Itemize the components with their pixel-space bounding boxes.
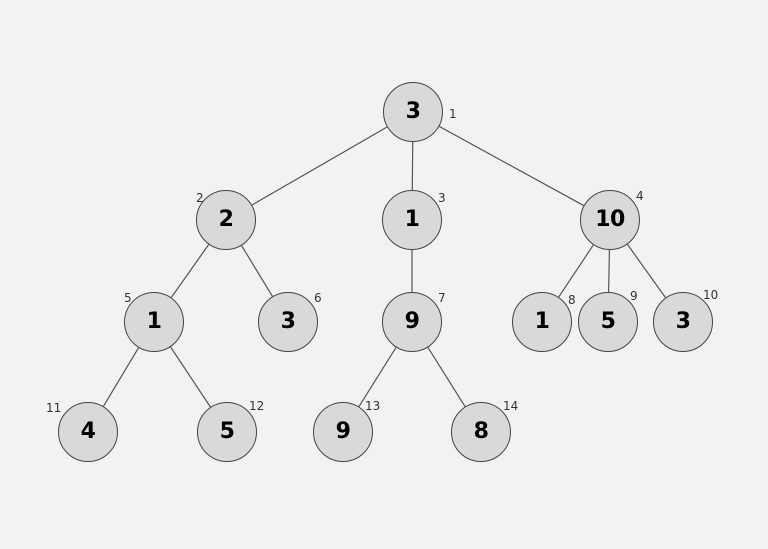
tree-node-index-label: 9	[630, 289, 638, 303]
tree-node-value: 1	[534, 309, 550, 334]
tree-node-value: 1	[146, 309, 162, 334]
tree-node-value: 4	[80, 419, 96, 444]
tree-node[interactable]: 1	[512, 292, 572, 352]
tree-node[interactable]: 3	[653, 292, 713, 352]
tree-node[interactable]: 3	[383, 82, 443, 142]
tree-node-value: 9	[404, 309, 420, 334]
tree-node-index-label: 7	[438, 291, 446, 305]
tree-node[interactable]: 8	[451, 402, 511, 462]
tree-node[interactable]: 5	[197, 402, 257, 462]
tree-node-index-label: 14	[503, 399, 519, 413]
tree-edge	[170, 346, 211, 408]
tree-edge	[439, 125, 584, 207]
tree-edge	[558, 244, 594, 298]
tree-edge	[358, 347, 397, 407]
tree-node-value: 1	[404, 207, 420, 232]
tree-node-index-label: 10	[703, 288, 719, 302]
tree-node-value: 3	[675, 309, 691, 334]
tree-node-index-label: 4	[636, 189, 644, 203]
tree-edge	[251, 126, 388, 206]
tree-node[interactable]: 10	[580, 190, 640, 250]
tree-node-index-label: 1	[449, 107, 457, 121]
tree-node-index-label: 2	[196, 191, 204, 205]
tree-node-index-label: 13	[365, 399, 381, 413]
tree-node-index-label: 3	[438, 191, 446, 205]
tree-node-value: 3	[280, 309, 296, 334]
tree-node[interactable]: 9	[382, 292, 442, 352]
tree-node-index-label: 11	[46, 401, 62, 415]
tree-node-value: 3	[405, 99, 421, 124]
tree-node[interactable]: 4	[58, 402, 118, 462]
tree-edge	[427, 347, 466, 407]
tree-node[interactable]: 1	[124, 292, 184, 352]
tree-node-value: 5	[219, 419, 235, 444]
tree-edge	[102, 347, 140, 407]
tree-node-value: 5	[600, 309, 616, 334]
tree-node[interactable]: 5	[578, 292, 638, 352]
tree-edge	[241, 245, 273, 297]
tree-node[interactable]: 1	[382, 190, 442, 250]
tree-node-value: 2	[218, 207, 234, 232]
tree-node[interactable]: 2	[196, 190, 256, 250]
tree-node[interactable]: 3	[258, 292, 318, 352]
tree-node-index-label: 5	[124, 291, 132, 305]
tree-edge	[607, 249, 611, 293]
tree-node-index-label: 8	[568, 293, 576, 307]
tree-edge	[170, 244, 210, 298]
tree-node[interactable]: 9	[313, 402, 373, 462]
tree-node-value: 9	[335, 419, 351, 444]
tree-node-index-label: 12	[249, 399, 265, 413]
tree-node-value: 8	[473, 419, 489, 444]
tree-node-index-label: 6	[314, 291, 322, 305]
tree-edge	[626, 244, 667, 298]
tree-node-value: 10	[595, 207, 625, 232]
